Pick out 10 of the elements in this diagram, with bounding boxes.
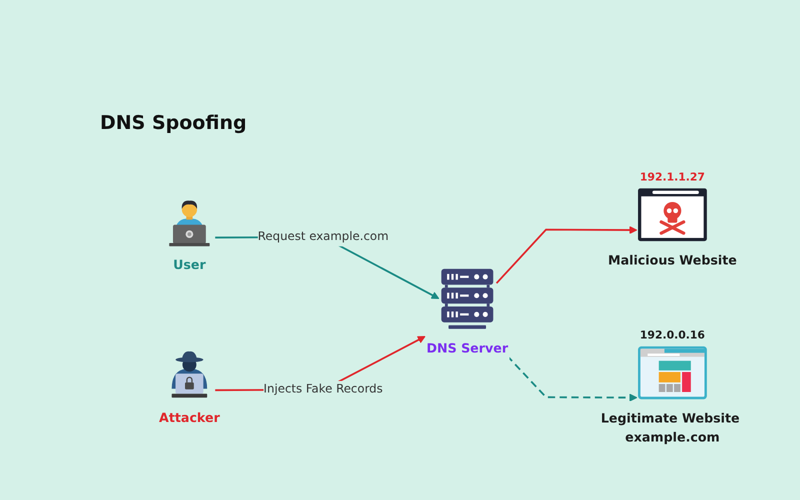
node-label: DNS Server — [426, 342, 508, 356]
node-label: Attacker — [159, 410, 220, 426]
edge-label: Injects Fake Records — [264, 382, 383, 396]
ip-address: 192.0.0.16 — [640, 328, 705, 342]
diagram-title: DNS Spoofing — [100, 112, 247, 134]
node-label: Malicious Website — [608, 254, 737, 268]
edge-label: Request example.com — [258, 230, 389, 244]
node-label: User — [173, 258, 206, 273]
ip-address: 192.1.1.27 — [640, 170, 705, 184]
arrow — [496, 226, 638, 284]
